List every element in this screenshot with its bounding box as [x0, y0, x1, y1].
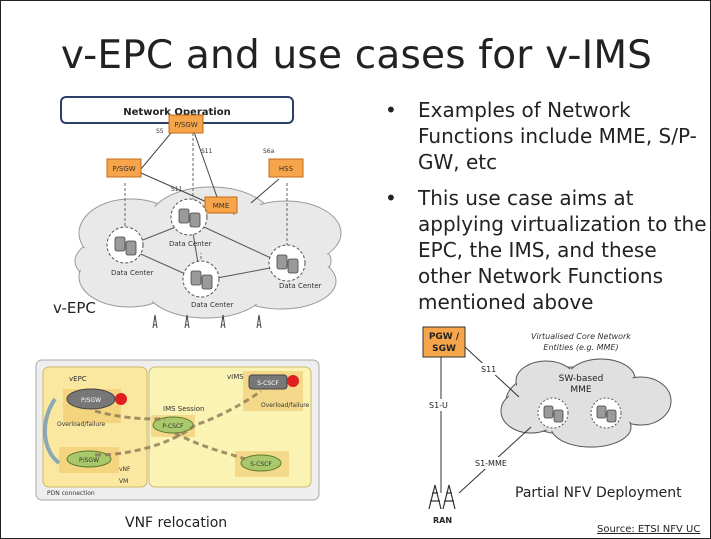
- ran-antenna-icon: [428, 484, 456, 510]
- s1-u-label: S1-U: [429, 401, 448, 410]
- dc-label-3: Data Center: [279, 282, 322, 290]
- sw-mme-label-1: SW-based: [559, 374, 604, 384]
- dc-label-4: Data Center: [191, 301, 234, 309]
- link-s5: S5: [156, 128, 164, 135]
- network-operation-label: Network Operation: [123, 107, 230, 118]
- vnf-label: vNF: [119, 466, 131, 473]
- vepc-label: vEPC: [69, 375, 87, 383]
- p-sgw-label: P/SGW: [81, 397, 101, 404]
- v-epc-diagram: Network Operation: [60, 96, 342, 328]
- ran-label: RAN: [433, 516, 452, 525]
- bullet-text-2: This use case aims at applying virtualiz…: [418, 186, 707, 314]
- overload-right: Overload/failure: [261, 402, 310, 409]
- vnf-relocation-diagram: vEPC vIMS IMS Session P/SGW Overload/fai…: [35, 359, 320, 501]
- node-pgw-top-label: P/SGW: [174, 121, 197, 129]
- vims-label: vIMS: [227, 373, 244, 381]
- pgw-sgw-label-2: SGW: [432, 344, 456, 354]
- bullet-item-1: • Examples of Network Functions include …: [382, 97, 707, 175]
- vnf-relocation-caption: VNF relocation: [125, 515, 228, 531]
- source-citation: Source: ETSI NFV UC: [597, 524, 701, 535]
- v-epc-caption: v-EPC: [53, 299, 96, 317]
- node-hss: [268, 158, 304, 178]
- s-cscf-top-node: [248, 374, 288, 390]
- node-hss-label: HSS: [279, 165, 294, 173]
- bullet-list: • Examples of Network Functions include …: [382, 97, 707, 325]
- link-s11-left: S11: [171, 186, 183, 193]
- node-pgw-top: [168, 114, 204, 134]
- ims-session-label: IMS Session: [163, 405, 204, 413]
- link-s6a: S6a: [263, 148, 275, 155]
- p-cscf-label: P-CSCF: [162, 423, 184, 430]
- overload-left: Overload/failure: [57, 421, 106, 428]
- core-label-2: Entities (e.g. MME): [543, 343, 618, 352]
- node-pgw-left: [106, 158, 142, 178]
- s-cscf-top-label: S-CSCF: [257, 380, 279, 387]
- s11-label: S11: [481, 365, 496, 374]
- partial-nfv-caption: Partial NFV Deployment: [515, 485, 682, 501]
- bullet-glyph: •: [385, 98, 397, 122]
- core-label-1: Virtualised Core Network: [531, 332, 631, 341]
- vm-label: VM: [119, 478, 128, 485]
- node-mme: [204, 196, 238, 214]
- pgw-label: P/SGW: [79, 457, 99, 464]
- dc-label-1: Data Center: [111, 269, 154, 277]
- pgw-sgw-label-1: PGW /: [429, 332, 460, 342]
- partial-nfv-diagram: PGW / SGW Virtualised Core Network Entit…: [422, 326, 672, 525]
- slide-title: v-EPC and use cases for v-IMS: [60, 33, 653, 78]
- pgw-sgw-box: [422, 326, 466, 358]
- dc-label-2: Data Center: [169, 240, 212, 248]
- node-mme-label: MME: [213, 202, 230, 210]
- antenna-icons: [152, 314, 262, 328]
- sw-mme-label-2: MME: [570, 385, 592, 395]
- bullet-item-2: • This use case aims at applying virtual…: [382, 185, 707, 315]
- bullet-glyph: •: [385, 186, 397, 210]
- s-cscf-bottom-node: [240, 454, 282, 472]
- failure-burst-left: [115, 393, 127, 405]
- failure-burst-right: [287, 375, 299, 387]
- s1-mme-label: S1-MME: [475, 459, 507, 468]
- bullet-text-1: Examples of Network Functions include MM…: [418, 98, 697, 174]
- pdn-label: PDN connection: [47, 490, 95, 497]
- s-cscf-bottom-label: S-CSCF: [250, 461, 272, 468]
- node-pgw-left-label: P/SGW: [112, 165, 135, 173]
- link-s11-right: S11: [201, 148, 213, 155]
